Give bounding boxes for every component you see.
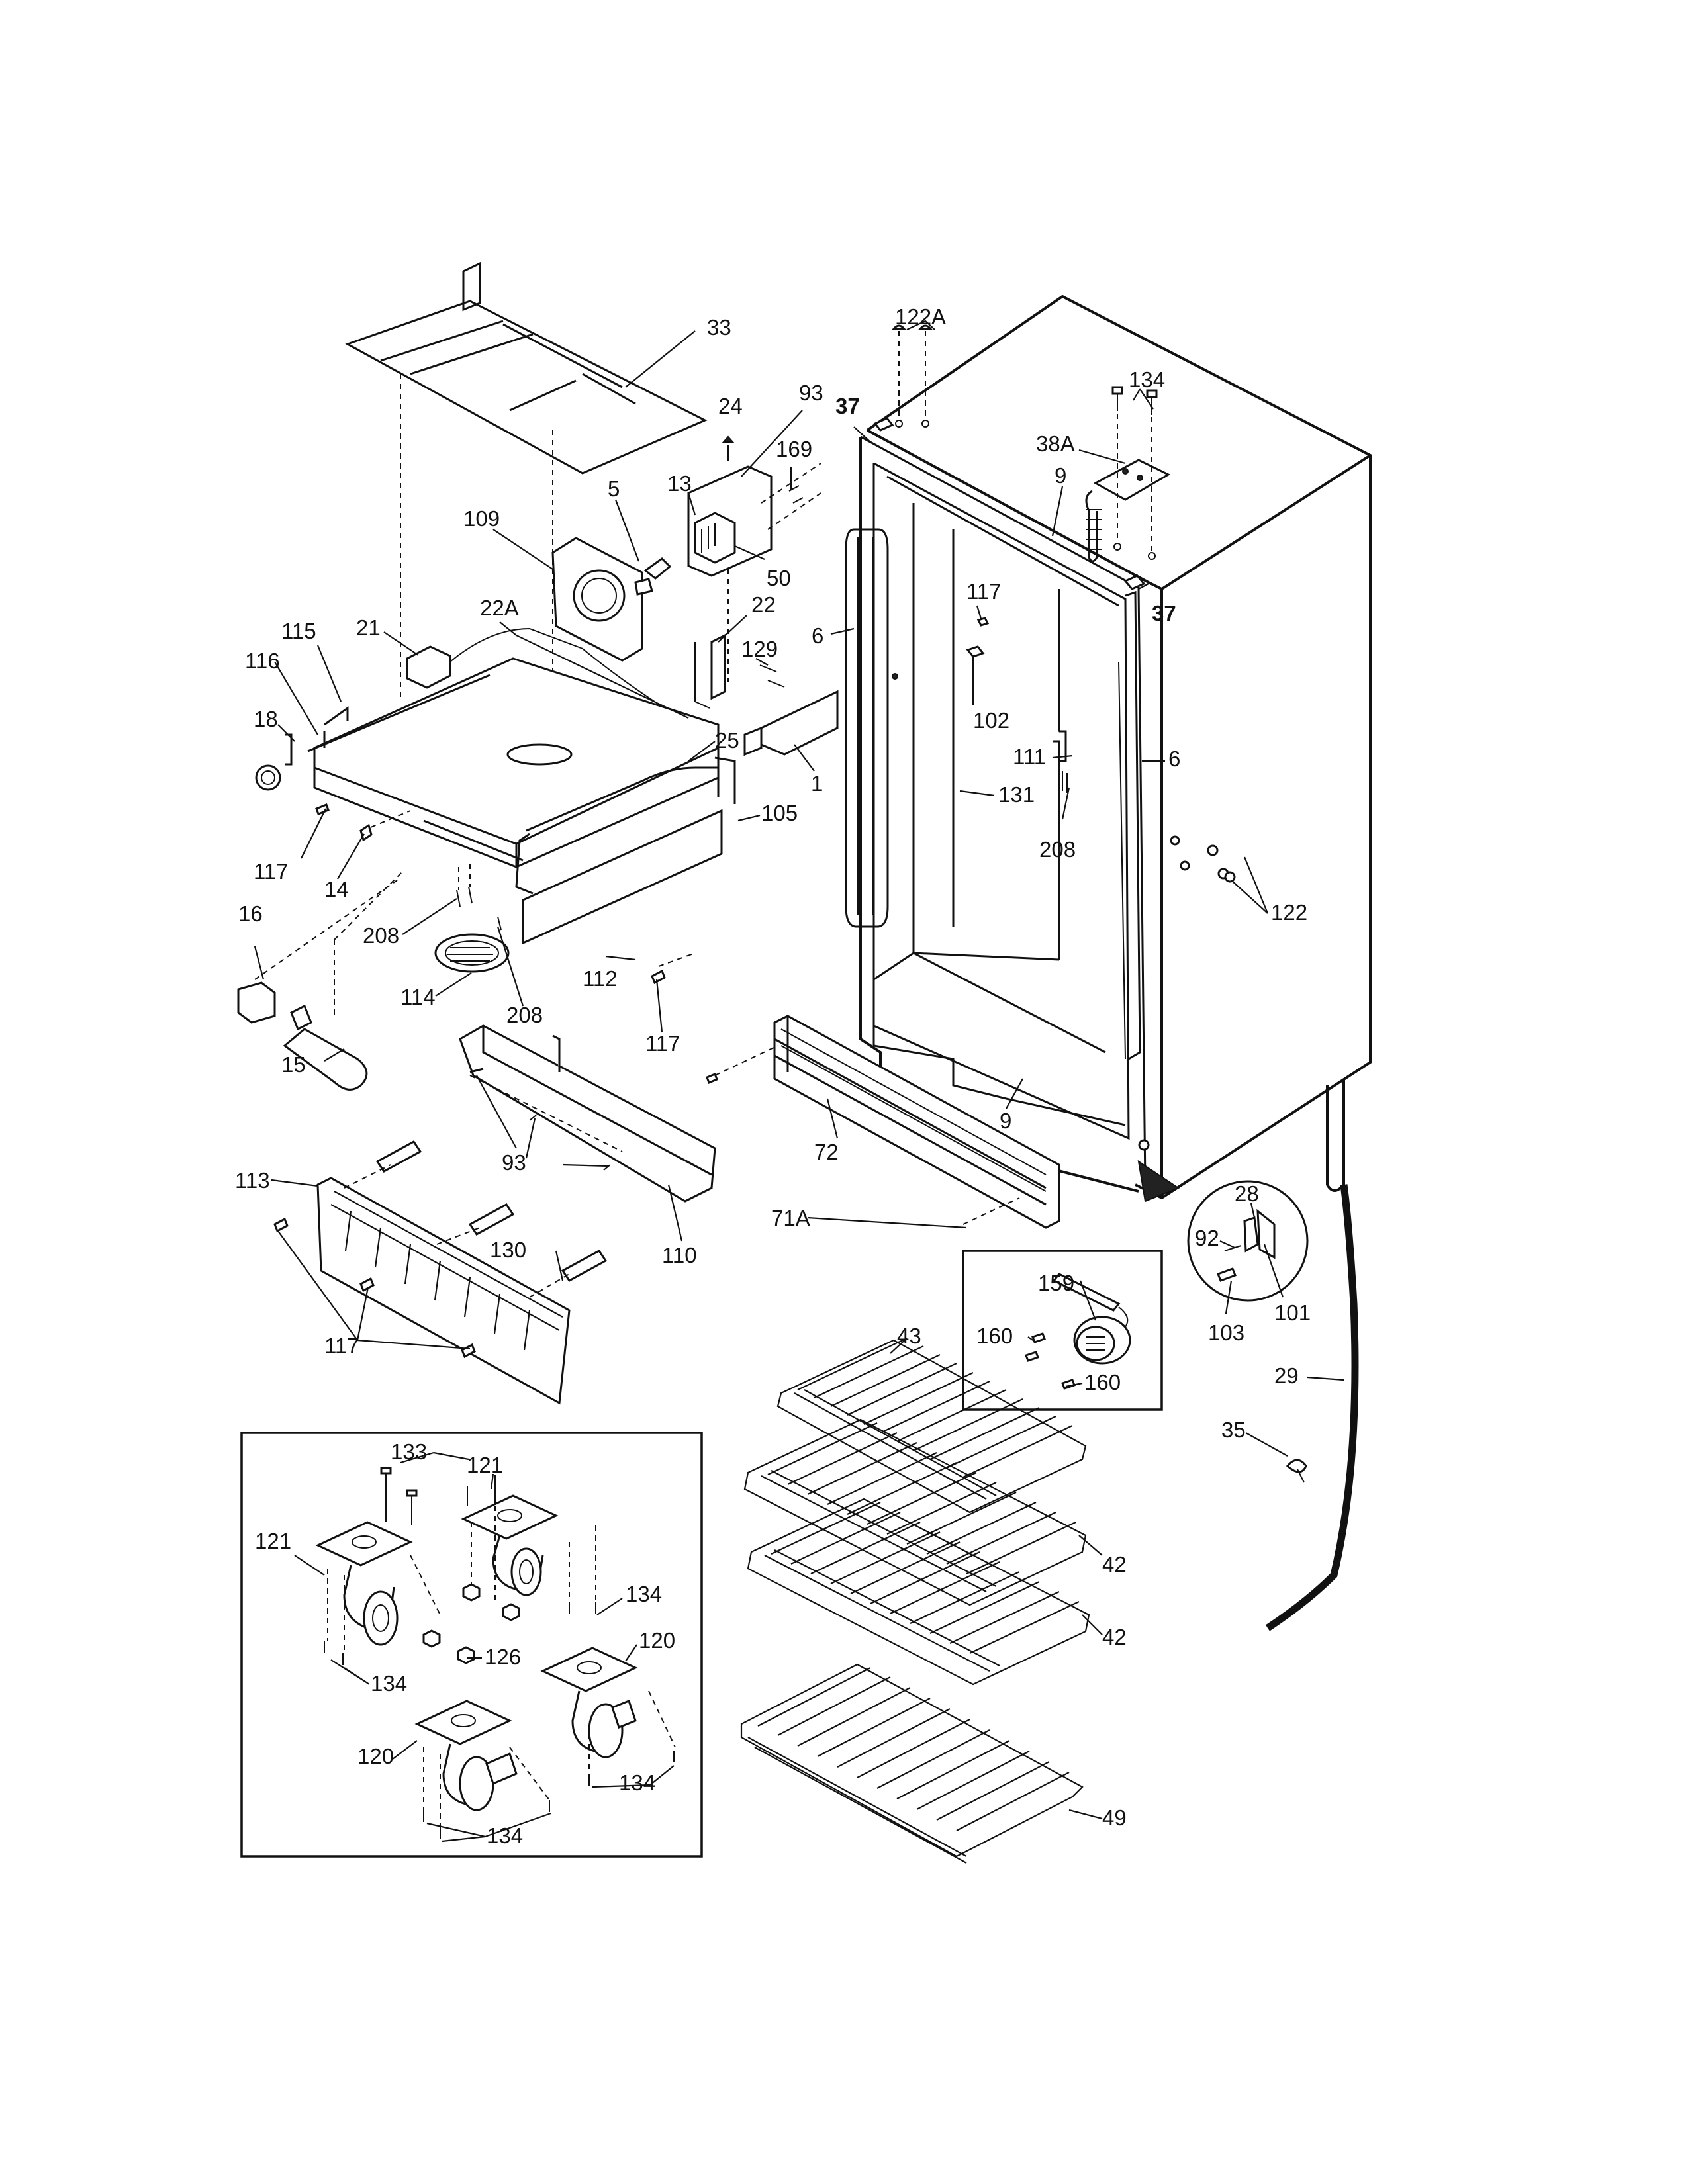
callout-37-right: 37: [1152, 601, 1176, 625]
callout-133: 133: [391, 1439, 427, 1464]
callout-120-a: 120: [639, 1628, 675, 1653]
callout-9-top: 9: [1055, 463, 1066, 488]
callout-117-door: 117: [966, 579, 1002, 604]
callout-103: 103: [1208, 1320, 1244, 1345]
callout-37-top: 37: [835, 394, 860, 418]
callout-208-b: 208: [506, 1003, 543, 1027]
callout-115: 115: [281, 619, 316, 643]
callout-120-b: 120: [357, 1744, 394, 1768]
callout-110: 110: [662, 1243, 697, 1267]
callout-6-right: 6: [1168, 747, 1180, 771]
callout-38A: 38A: [1036, 432, 1075, 456]
callout-208-right: 208: [1039, 837, 1076, 862]
callout-42-a: 42: [1102, 1552, 1127, 1576]
callout-25: 25: [715, 728, 739, 752]
callout-18: 18: [254, 707, 278, 731]
callout-22: 22: [751, 592, 776, 617]
callout-35: 35: [1221, 1418, 1246, 1442]
callout-126: 126: [485, 1645, 521, 1669]
callout-117-b: 117: [645, 1031, 680, 1056]
callout-6-left: 6: [812, 623, 823, 648]
callout-24: 24: [718, 394, 743, 418]
callout-14: 14: [324, 877, 349, 901]
callout-160-a: 160: [976, 1324, 1013, 1348]
callout-134-d: 134: [487, 1823, 523, 1848]
callout-105: 105: [761, 801, 798, 825]
callout-42-b: 42: [1102, 1625, 1127, 1649]
door-trim-strip: [706, 1015, 1060, 1229]
callout-28: 28: [1235, 1181, 1259, 1206]
callout-109: 109: [463, 506, 500, 531]
callout-117-a: 117: [254, 859, 289, 884]
callout-33: 33: [707, 315, 731, 340]
cabinet: [845, 295, 1372, 1631]
callout-117-c: 117: [324, 1334, 359, 1358]
callout-134-a: 134: [626, 1582, 662, 1606]
casters-inset: [240, 1432, 703, 1858]
callout-160-b: 160: [1084, 1370, 1121, 1394]
callout-1: 1: [811, 771, 823, 796]
callout-92: 92: [1195, 1226, 1219, 1250]
callout-93-top: 93: [799, 381, 823, 405]
callout-122: 122: [1271, 900, 1307, 925]
callout-111: 111: [1013, 745, 1046, 769]
callout-29: 29: [1274, 1363, 1299, 1388]
callout-129: 129: [741, 637, 778, 661]
shelves: [740, 1338, 1090, 1864]
callout-121-b: 121: [255, 1529, 291, 1553]
callout-130: 130: [490, 1238, 526, 1262]
callout-72: 72: [814, 1140, 839, 1164]
callout-13: 13: [667, 471, 692, 496]
callout-101: 101: [1274, 1300, 1311, 1325]
callout-50: 50: [767, 566, 791, 590]
callout-114: 114: [400, 985, 436, 1009]
callout-122A: 122A: [895, 304, 946, 329]
callout-21: 21: [356, 615, 381, 640]
leader-lines: [254, 320, 1344, 1843]
evaporator-cover-assembly: [237, 261, 839, 1405]
callout-169: 169: [776, 437, 812, 461]
callout-43: 43: [897, 1324, 921, 1348]
callout-22A: 22A: [480, 596, 519, 620]
callout-134-c: 134: [619, 1770, 655, 1795]
callout-5: 5: [608, 477, 620, 501]
callout-112: 112: [583, 966, 618, 991]
callout-113: 113: [235, 1168, 270, 1193]
callout-131: 131: [998, 782, 1035, 807]
callout-15: 15: [281, 1052, 306, 1077]
callout-121-a: 121: [467, 1453, 503, 1477]
callout-208-a: 208: [363, 923, 399, 948]
callout-49: 49: [1102, 1805, 1127, 1830]
callout-labels: 33 122A 134 24 93 37 169 38A 13 5 109 9 …: [235, 304, 1311, 1848]
callout-159: 159: [1038, 1271, 1074, 1295]
callout-9-bottom: 9: [1000, 1109, 1011, 1133]
callout-116: 116: [245, 649, 280, 673]
callout-71A: 71A: [771, 1206, 810, 1230]
callout-102: 102: [973, 708, 1009, 733]
callout-16: 16: [238, 901, 263, 926]
callout-93-mid: 93: [502, 1150, 526, 1175]
callout-134-b: 134: [371, 1671, 407, 1696]
callout-134-top: 134: [1129, 367, 1165, 392]
